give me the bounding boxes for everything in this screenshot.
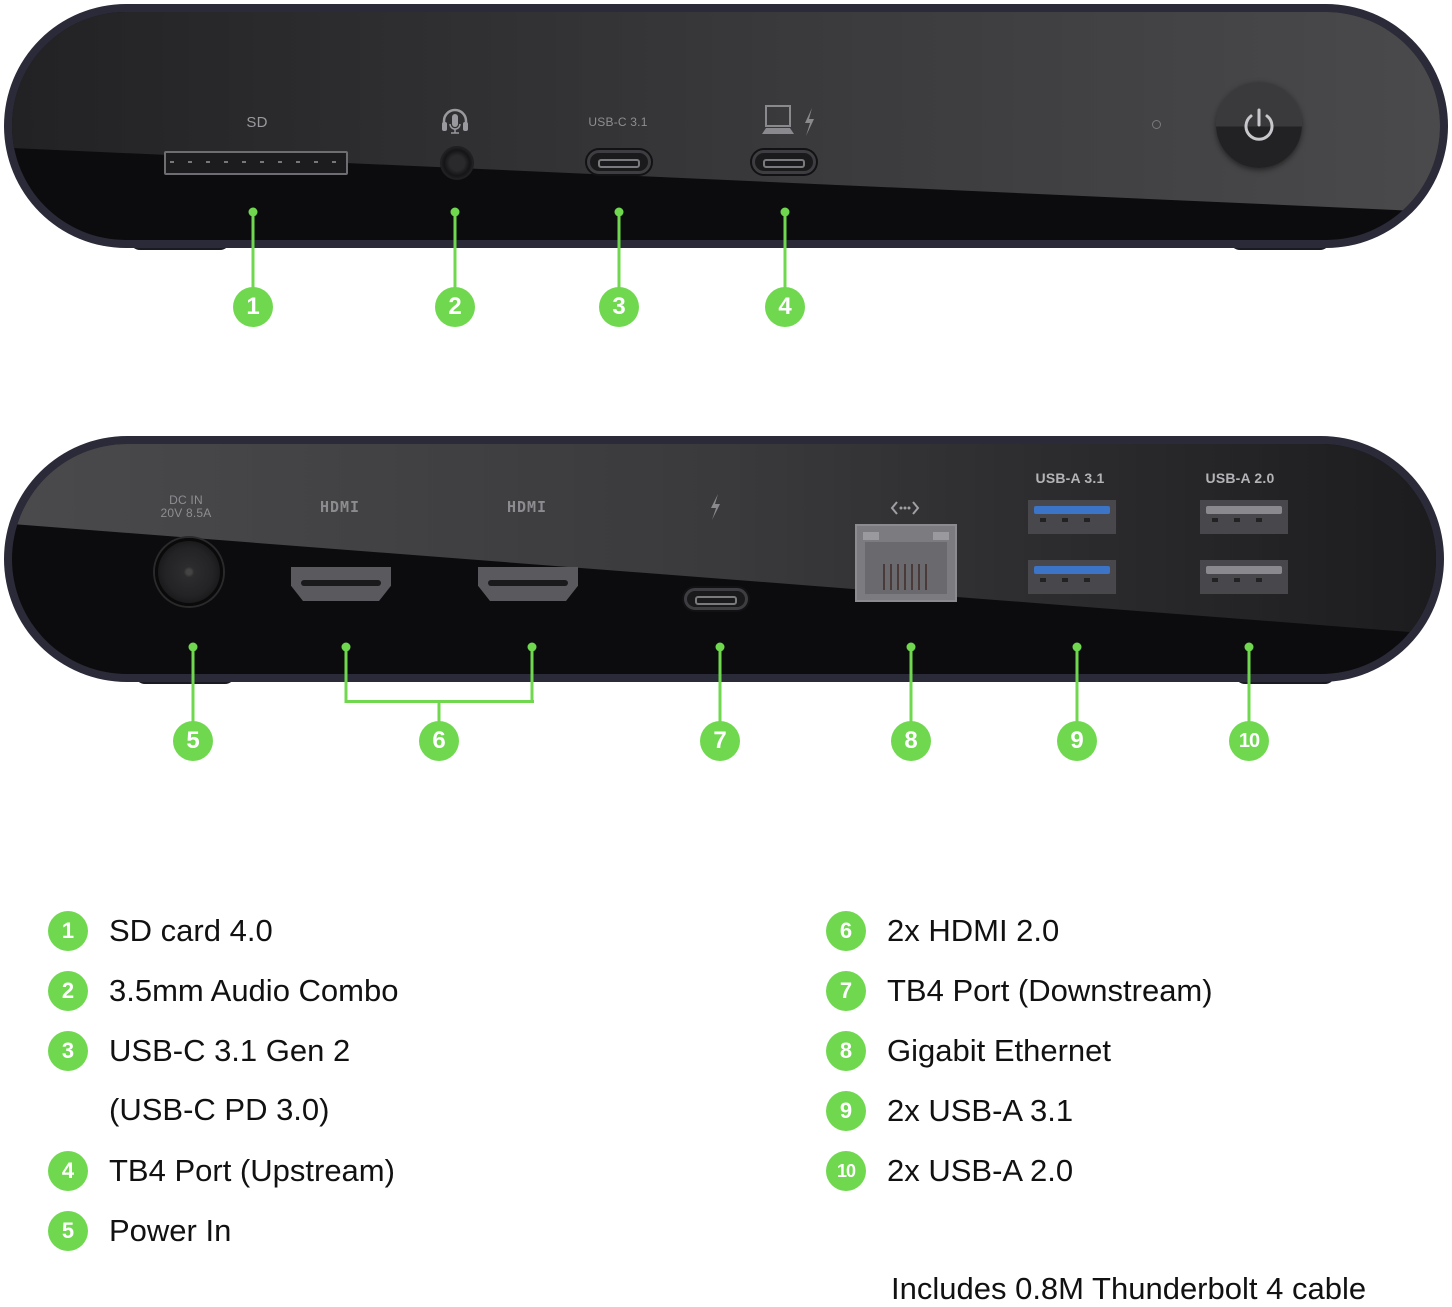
legend-item-7: 7 TB4 Port (Downstream) xyxy=(826,971,1213,1011)
legend-badge-7: 7 xyxy=(826,971,866,1011)
dc-in-label-line2: 20V 8.5A xyxy=(160,506,212,520)
usba31-label: USB-A 3.1 xyxy=(1035,470,1105,486)
legend-subtext-3: (USB-C PD 3.0) xyxy=(109,1092,330,1127)
thunderbolt-icon xyxy=(711,494,720,520)
hdmi-logo-1: HDMI xyxy=(319,498,361,516)
power-icon xyxy=(1244,108,1274,141)
usbc-label: USB-C 3.1 xyxy=(588,115,648,129)
callout-line-3 xyxy=(617,212,621,292)
legend-badge-8: 8 xyxy=(826,1031,866,1071)
dc-in-jack[interactable] xyxy=(155,538,223,606)
callout-line-8 xyxy=(909,647,913,727)
legend-badge-4: 4 xyxy=(48,1151,88,1191)
legend-badge-3: 3 xyxy=(48,1031,88,1071)
power-button[interactable] xyxy=(1216,82,1302,168)
legend-badge-2: 2 xyxy=(48,971,88,1011)
callout-badge-4: 4 xyxy=(765,287,805,327)
callout-badge-9: 9 xyxy=(1057,721,1097,761)
callout-badge-8: 8 xyxy=(891,721,931,761)
hdmi-port-1[interactable] xyxy=(291,567,391,601)
callout-badge-5: 5 xyxy=(173,721,213,761)
usba31-port-2[interactable] xyxy=(1028,560,1116,594)
sd-card-slot[interactable] xyxy=(164,151,348,175)
legend-badge-9: 9 xyxy=(826,1091,866,1131)
callout-badge-3: 3 xyxy=(599,287,639,327)
headset-mic-icon xyxy=(442,108,468,134)
callout-line-7 xyxy=(718,647,722,727)
ethernet-icon xyxy=(890,501,920,515)
callout-badge-1: 1 xyxy=(233,287,273,327)
legend-item-6: 6 2x HDMI 2.0 xyxy=(826,911,1059,951)
ethernet-port[interactable] xyxy=(855,524,957,602)
front-panel-gloss xyxy=(12,12,1440,212)
legend-text-2: 3.5mm Audio Combo xyxy=(109,973,399,1008)
legend-item-9: 9 2x USB-A 3.1 xyxy=(826,1091,1073,1131)
legend-text-5: Power In xyxy=(109,1213,232,1248)
legend-badge-10: 10 xyxy=(826,1151,866,1191)
callout-badge-6: 6 xyxy=(419,721,459,761)
callout-badge-10: 10 xyxy=(1229,721,1269,761)
rear-panel-dock xyxy=(4,436,1444,682)
legend-item-2: 2 3.5mm Audio Combo xyxy=(48,971,398,1011)
callout-line-4 xyxy=(783,212,787,292)
usba31-port-1[interactable] xyxy=(1028,500,1116,534)
usba20-port-2[interactable] xyxy=(1200,560,1288,594)
callout-line-10 xyxy=(1247,647,1251,727)
callout-line-6a xyxy=(344,647,348,703)
thunderbolt-icon xyxy=(805,108,814,136)
legend-text-3: USB-C 3.1 Gen 2 xyxy=(109,1033,351,1068)
usba20-label: USB-A 2.0 xyxy=(1205,470,1275,486)
hdmi-logo-2: HDMI xyxy=(506,498,548,516)
legend-badge-5: 5 xyxy=(48,1211,88,1251)
callout-badge-2: 2 xyxy=(435,287,475,327)
tb4-downstream-port[interactable] xyxy=(684,588,748,610)
laptop-icon xyxy=(762,105,794,134)
callout-line-6 xyxy=(437,700,441,726)
legend-item-8: 8 Gigabit Ethernet xyxy=(826,1031,1111,1071)
callout-line-9 xyxy=(1075,647,1079,727)
legend-item-3: 3 USB-C 3.1 Gen 2 xyxy=(48,1031,350,1071)
legend-text-8: Gigabit Ethernet xyxy=(887,1033,1112,1068)
legend-badge-1: 1 xyxy=(48,911,88,951)
legend-text-6: 2x HDMI 2.0 xyxy=(887,913,1060,948)
legend-text-1: SD card 4.0 xyxy=(109,913,273,948)
cable-footnote: Includes 0.8M Thunderbolt 4 cable xyxy=(891,1271,1367,1306)
legend-text-4: TB4 Port (Upstream) xyxy=(109,1153,395,1188)
usba20-port-1[interactable] xyxy=(1200,500,1288,534)
legend-item-1: 1 SD card 4.0 xyxy=(48,911,273,951)
legend-item-10: 10 2x USB-A 2.0 xyxy=(826,1151,1073,1191)
callout-line-2 xyxy=(453,212,457,292)
hdmi-port-2[interactable] xyxy=(478,567,578,601)
front-panel-dock xyxy=(4,4,1448,248)
legend-badge-6: 6 xyxy=(826,911,866,951)
callout-line-6b xyxy=(530,647,534,703)
legend-text-7: TB4 Port (Downstream) xyxy=(887,973,1213,1008)
tb4-upstream-port[interactable] xyxy=(752,150,816,174)
legend-item-4: 4 TB4 Port (Upstream) xyxy=(48,1151,395,1191)
dc-in-label-line1: DC IN xyxy=(169,493,203,507)
status-led xyxy=(1152,120,1161,129)
callout-line-1 xyxy=(251,212,255,292)
usbc-31-port[interactable] xyxy=(587,150,651,174)
legend-text-9: 2x USB-A 3.1 xyxy=(887,1093,1074,1128)
sd-label: SD xyxy=(246,114,268,131)
legend-item-5: 5 Power In xyxy=(48,1211,231,1251)
dc-in-label: DC IN 20V 8.5A xyxy=(161,494,212,520)
legend-text-10: 2x USB-A 2.0 xyxy=(887,1153,1074,1188)
callout-badge-7: 7 xyxy=(700,721,740,761)
audio-combo-jack[interactable] xyxy=(440,146,474,180)
callout-line-5 xyxy=(191,647,195,727)
